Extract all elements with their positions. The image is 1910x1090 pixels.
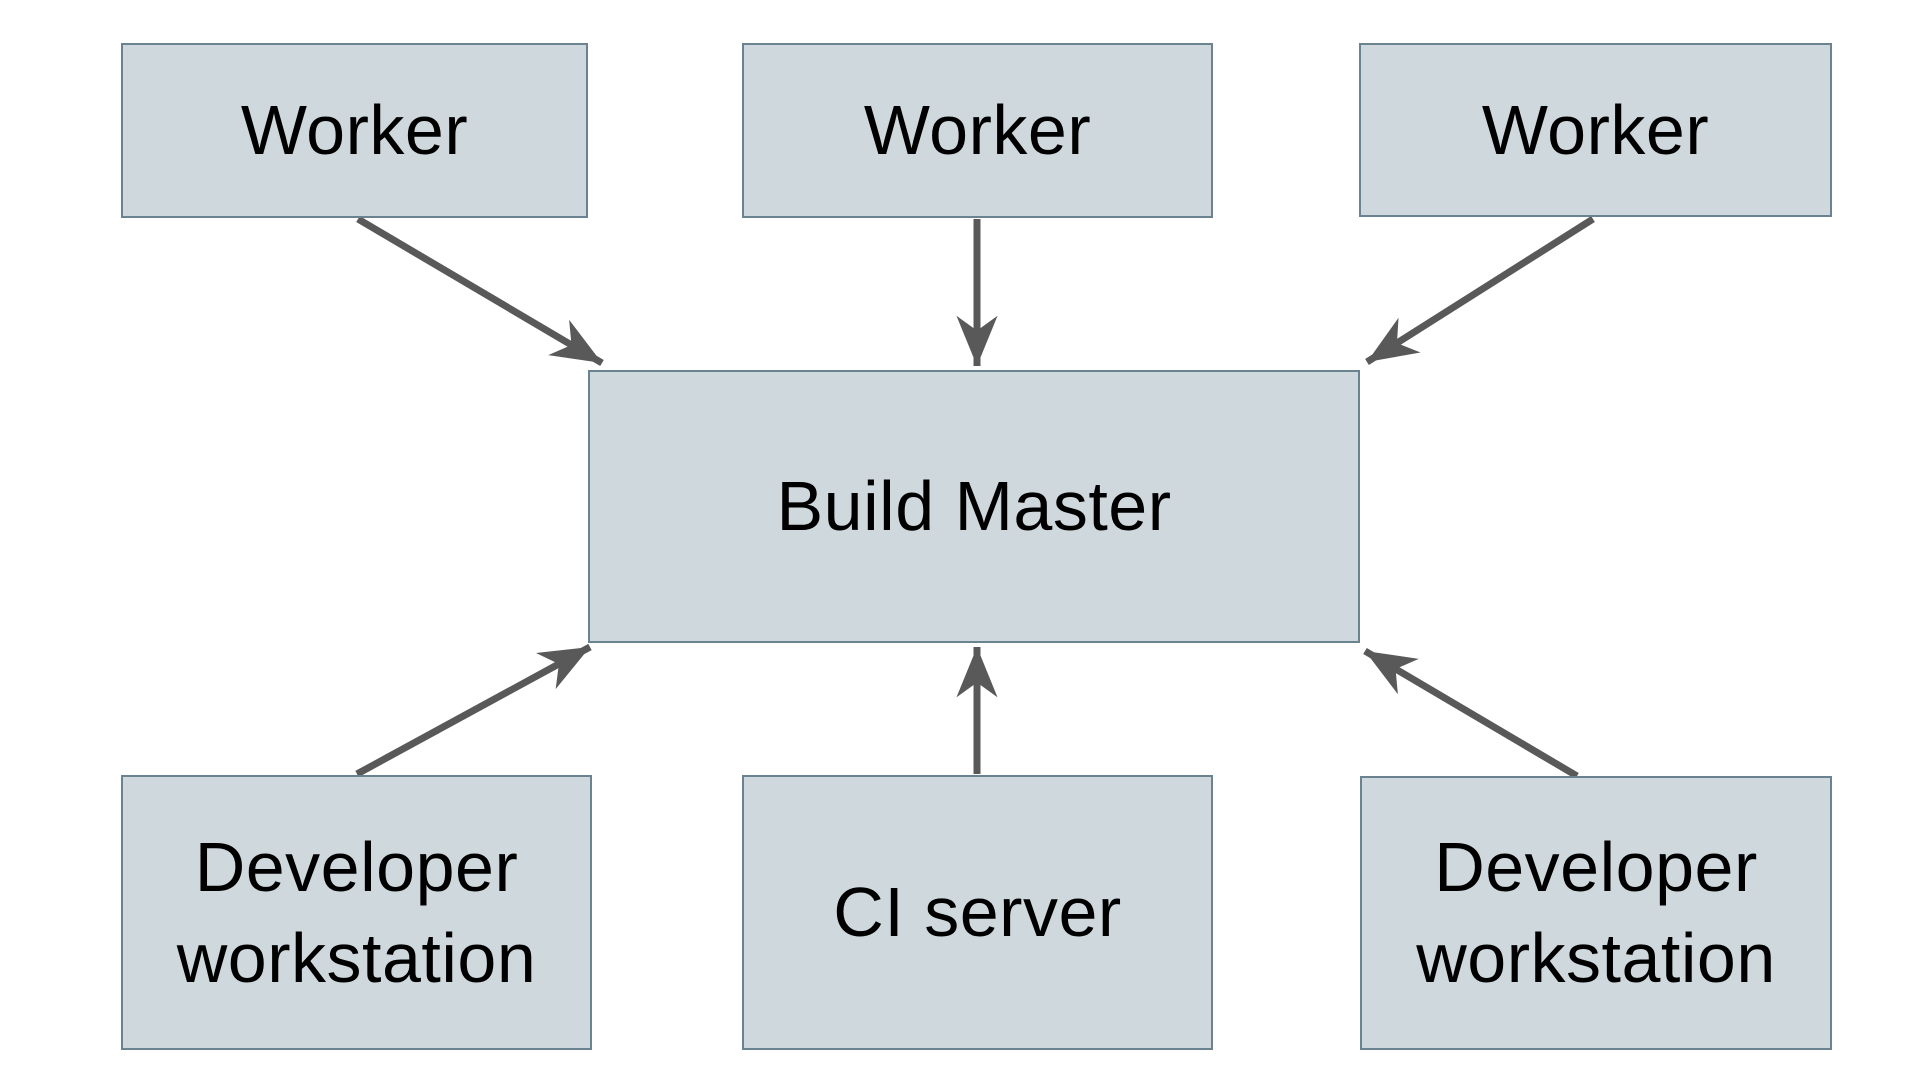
node-developer-workstation-right: Developer workstation [1360, 776, 1832, 1050]
node-worker-2: Worker [742, 43, 1213, 218]
node-worker-3: Worker [1359, 43, 1832, 217]
node-label: Worker [1481, 90, 1710, 169]
node-label: CI server [833, 873, 1122, 951]
node-label: Developer workstation [1416, 828, 1776, 997]
edge-devright-to-buildmaster [1363, 647, 1579, 780]
node-label: Worker [240, 91, 469, 169]
node-ci-server: CI server [742, 775, 1213, 1050]
edge-worker3-to-buildmaster [1365, 216, 1595, 365]
node-developer-workstation-left: Developer workstation [121, 775, 592, 1050]
edge-devleft-to-buildmaster [355, 643, 592, 778]
edge-worker1-to-buildmaster [356, 215, 604, 367]
node-label: Developer workstation [176, 827, 537, 997]
node-label: Build Master [776, 467, 1172, 545]
node-worker-1: Worker [121, 43, 588, 218]
node-build-master: Build Master [588, 370, 1360, 643]
node-label: Worker [863, 91, 1092, 169]
